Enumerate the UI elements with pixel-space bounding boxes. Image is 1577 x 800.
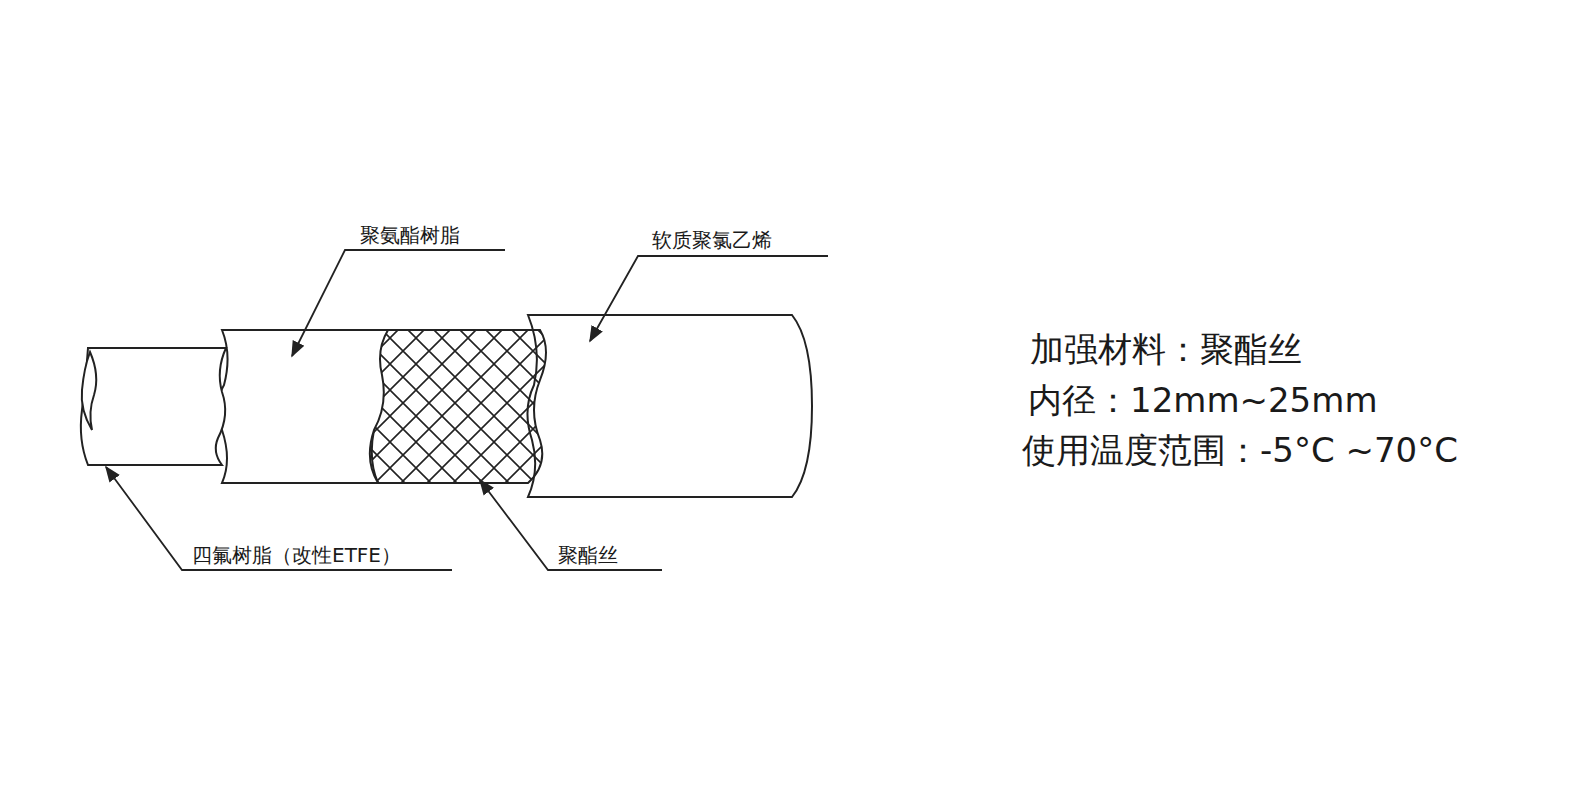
part-label: 软质聚氯乙烯 xyxy=(652,228,772,252)
pu-layer xyxy=(217,330,388,483)
spec-note: 使用温度范围：-5°C ~70°C xyxy=(1022,430,1458,471)
part-label: 聚氨酯树脂 xyxy=(360,223,460,247)
leader-line xyxy=(292,250,505,356)
pvc-layer xyxy=(527,315,812,497)
spec-note: 内径：12mm~25mm xyxy=(1028,380,1378,421)
braid-layer xyxy=(369,330,546,483)
leader-line xyxy=(480,480,662,570)
leader-line xyxy=(106,467,452,570)
inner-tube xyxy=(81,348,226,465)
part-label: 四氟树脂（改性ETFE） xyxy=(192,543,401,567)
tube-bore xyxy=(82,352,97,430)
part-label: 聚酯丝 xyxy=(558,543,618,567)
spec-note: 加强材料：聚酯丝 xyxy=(1030,329,1302,370)
leader-line xyxy=(590,256,828,341)
